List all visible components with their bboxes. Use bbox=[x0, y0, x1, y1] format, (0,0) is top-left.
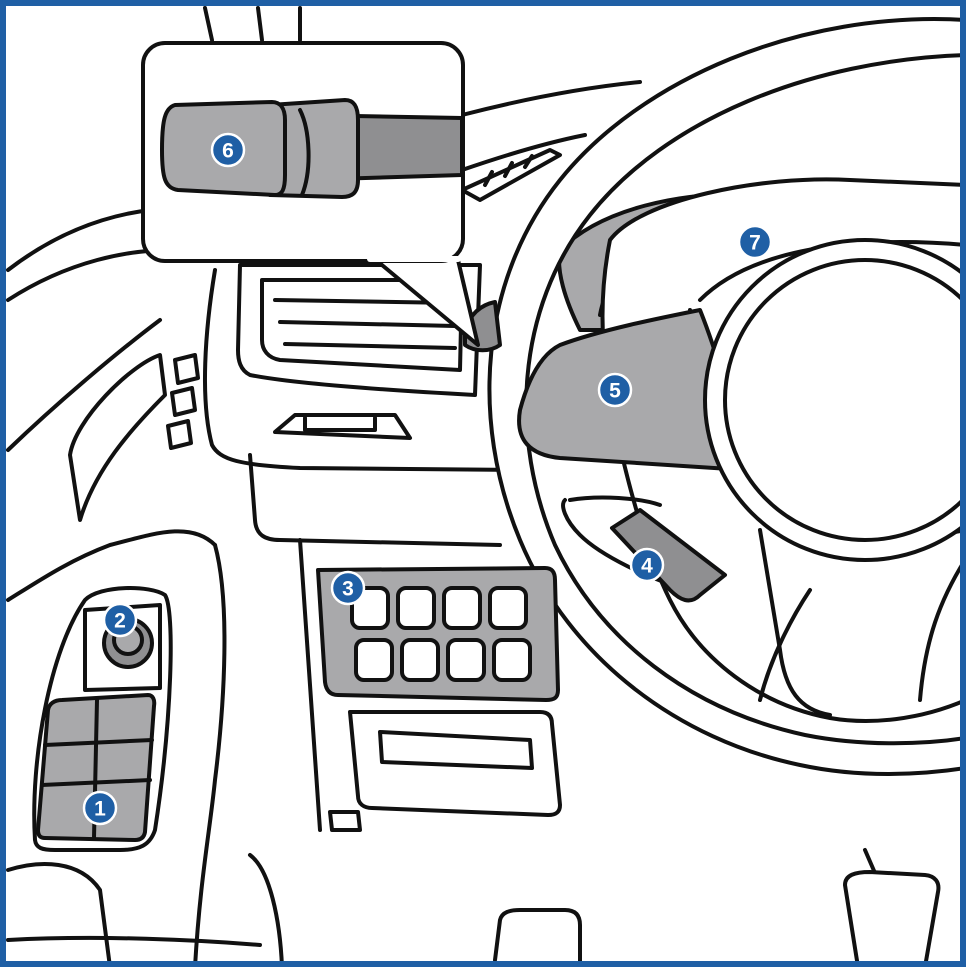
callout-5-label: 5 bbox=[609, 380, 621, 403]
callout-6: 6 bbox=[212, 134, 244, 166]
callout-7: 7 bbox=[739, 226, 771, 258]
callout-2: 2 bbox=[104, 604, 136, 636]
callout-1-label: 1 bbox=[94, 798, 106, 821]
callout-2-label: 2 bbox=[114, 610, 126, 633]
callout-5: 5 bbox=[599, 374, 631, 406]
callout-3-label: 3 bbox=[342, 578, 354, 601]
callout-4: 4 bbox=[631, 549, 663, 581]
callout-4-label: 4 bbox=[641, 555, 653, 578]
callout-6-label: 6 bbox=[222, 140, 234, 163]
callout-1: 1 bbox=[84, 792, 116, 824]
callout-7-label: 7 bbox=[749, 232, 761, 255]
callout-3: 3 bbox=[332, 572, 364, 604]
